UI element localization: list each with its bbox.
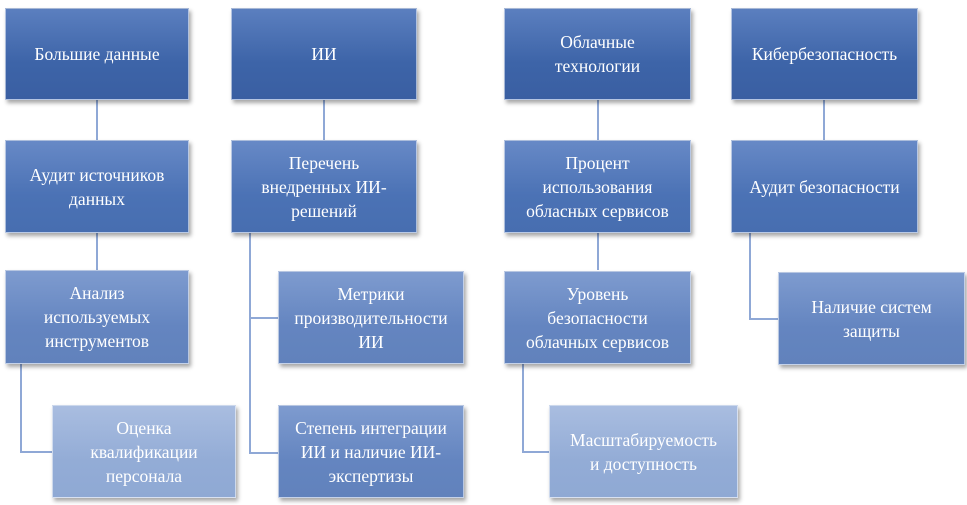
node-cloud-usage-percent: Процент использования обласных сервисов [504,140,691,233]
node-cloud-security-level: Уровень безопасности облачных сервисов [504,271,691,364]
node-scalability: Масштабируемость и доступность [549,405,738,498]
connector [522,451,549,453]
node-data-source-audit: Аудит источников данных [5,140,189,233]
node-ai-performance-metrics: Метрики производительности ИИ [278,271,464,364]
node-security-audit: Аудит безопасности [731,140,918,233]
connector [249,452,278,454]
node-staff-qualification: Оценка квалификации персонала [52,405,236,498]
connector [96,233,98,270]
connector [749,233,751,320]
connector [522,364,524,453]
connector [249,233,251,454]
node-ai-solutions-list: Перечень внедренных ИИ- решений [231,140,417,233]
connector [20,364,22,453]
connector [96,100,98,140]
connector [249,317,278,319]
node-cloud: Облачные технологии [504,8,691,100]
node-ai-integration: Степень интеграции ИИ и наличие ИИ- эксп… [278,405,464,498]
node-ai: ИИ [231,8,417,100]
node-cybersecurity: Кибербезопасность [731,8,918,100]
connector [597,233,599,270]
node-big-data: Большие данные [5,8,189,100]
connector [323,100,325,140]
connector [597,100,599,140]
node-tools-analysis: Анализ используемых инструментов [5,270,189,364]
connector [749,318,778,320]
connector [823,100,825,140]
connector [20,451,52,453]
node-protection-systems: Наличие систем защиты [778,272,965,365]
